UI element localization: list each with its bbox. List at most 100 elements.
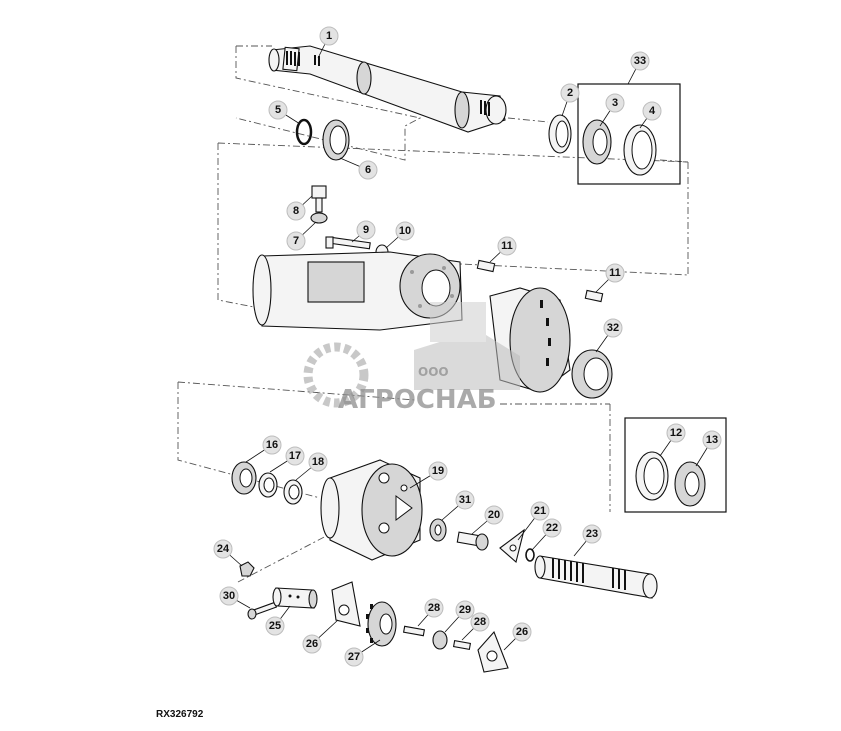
callout-circle — [428, 461, 448, 481]
callout-circle — [497, 236, 517, 256]
callout-label: 19 — [432, 465, 444, 477]
callout-30: 30 — [219, 586, 251, 609]
callout-5: 5 — [268, 100, 301, 125]
callout-label: 32 — [607, 322, 619, 334]
callout-label: 28 — [428, 602, 440, 614]
callout-circle — [395, 221, 415, 241]
callout-circle — [213, 539, 233, 559]
callout-1: 1 — [317, 26, 339, 59]
watermark-company-name: АГРОСНАБ — [338, 385, 497, 415]
callout-label: 20 — [488, 509, 500, 521]
seal-ring-6 — [322, 119, 350, 161]
callout-circle — [560, 83, 580, 103]
planet-shaft-25 — [272, 587, 318, 609]
callout-21: 21 — [517, 501, 550, 541]
callout-10: 10 — [385, 221, 415, 249]
seal-32 — [571, 349, 613, 399]
callout-4: 4 — [639, 101, 662, 129]
output-shaft-23 — [534, 555, 658, 599]
callout-label: 3 — [612, 97, 618, 109]
callout-32: 32 — [595, 318, 623, 353]
callout-label: 12 — [670, 427, 682, 439]
callout-17: 17 — [269, 446, 305, 473]
callout-circle — [470, 612, 490, 632]
callout-circle — [530, 501, 550, 521]
callout-circle — [582, 524, 602, 544]
callout-19: 19 — [409, 461, 448, 489]
bolt-30 — [247, 601, 278, 620]
callout-label: 9 — [363, 224, 369, 236]
callout-circle — [512, 622, 532, 642]
plate-26b-hole — [486, 650, 498, 662]
callout-circle — [630, 51, 650, 71]
callout-26: 26 — [302, 619, 339, 654]
ring-18 — [283, 479, 303, 505]
screw-9 — [325, 236, 371, 250]
callout-11: 11 — [595, 263, 625, 293]
callout-label: 16 — [266, 439, 278, 451]
callout-9: 9 — [351, 220, 376, 243]
callout-label: 28 — [474, 616, 486, 628]
plate-21-hole — [509, 544, 517, 552]
callout-label: 4 — [649, 105, 656, 117]
callout-circle — [219, 586, 239, 606]
callout-circle — [542, 518, 562, 538]
bearing-kit-box — [624, 417, 727, 513]
callout-6: 6 — [339, 157, 378, 180]
callout-label: 11 — [609, 267, 621, 279]
snap-ring-22 — [525, 548, 535, 562]
callout-circle — [484, 505, 504, 525]
callout-label: 10 — [399, 225, 411, 237]
pin-28b — [452, 640, 472, 650]
callout-circle — [605, 93, 625, 113]
callout-label: 26 — [516, 626, 528, 638]
callout-label: 5 — [275, 104, 281, 116]
callout-8: 8 — [286, 195, 313, 221]
callout-circle — [605, 263, 625, 283]
callout-23: 23 — [573, 524, 602, 557]
callout-label: 29 — [459, 604, 471, 616]
callout-circle — [308, 452, 328, 472]
callout-label: 1 — [326, 30, 332, 42]
bearing-cone-3 — [582, 119, 612, 165]
seal-16 — [231, 461, 257, 495]
callout-circle — [302, 634, 322, 654]
callout-circle — [666, 423, 686, 443]
callout-label: 18 — [312, 456, 324, 468]
figure-code: RX326792 — [156, 709, 204, 720]
callout-circle — [286, 201, 306, 221]
nut-24 — [239, 561, 255, 577]
callout-2: 2 — [560, 83, 580, 117]
callout-11: 11 — [489, 236, 517, 263]
callout-label: 13 — [706, 434, 718, 446]
callout-label: 27 — [348, 651, 360, 663]
callout-28: 28 — [461, 612, 490, 641]
planet-gear-27 — [366, 601, 397, 647]
callout-20: 20 — [471, 505, 504, 535]
bolt-8 — [311, 185, 327, 213]
callout-label: 25 — [269, 620, 281, 632]
callout-label: 6 — [365, 164, 371, 176]
callout-circle — [356, 220, 376, 240]
callout-label: 24 — [217, 543, 230, 555]
bearing-cup-12 — [635, 451, 669, 501]
pin-28a — [402, 625, 426, 637]
callout-label: 22 — [546, 522, 558, 534]
callout-circle — [603, 318, 623, 338]
callout-label: 30 — [223, 590, 235, 602]
callout-label: 2 — [567, 87, 573, 99]
callout-25: 25 — [265, 605, 291, 636]
watermark-logo — [303, 302, 520, 408]
callout-label: 7 — [293, 235, 299, 247]
callout-label: 11 — [501, 240, 513, 252]
plate-26a — [331, 581, 361, 627]
callout-27: 27 — [344, 639, 381, 667]
plate-26a-hole — [338, 604, 350, 616]
thrust-washer-31 — [429, 518, 447, 542]
callout-circle — [424, 598, 444, 618]
callout-circle — [455, 490, 475, 510]
callout-circle — [702, 430, 722, 450]
callout-circle — [265, 616, 285, 636]
callout-circle — [358, 160, 378, 180]
